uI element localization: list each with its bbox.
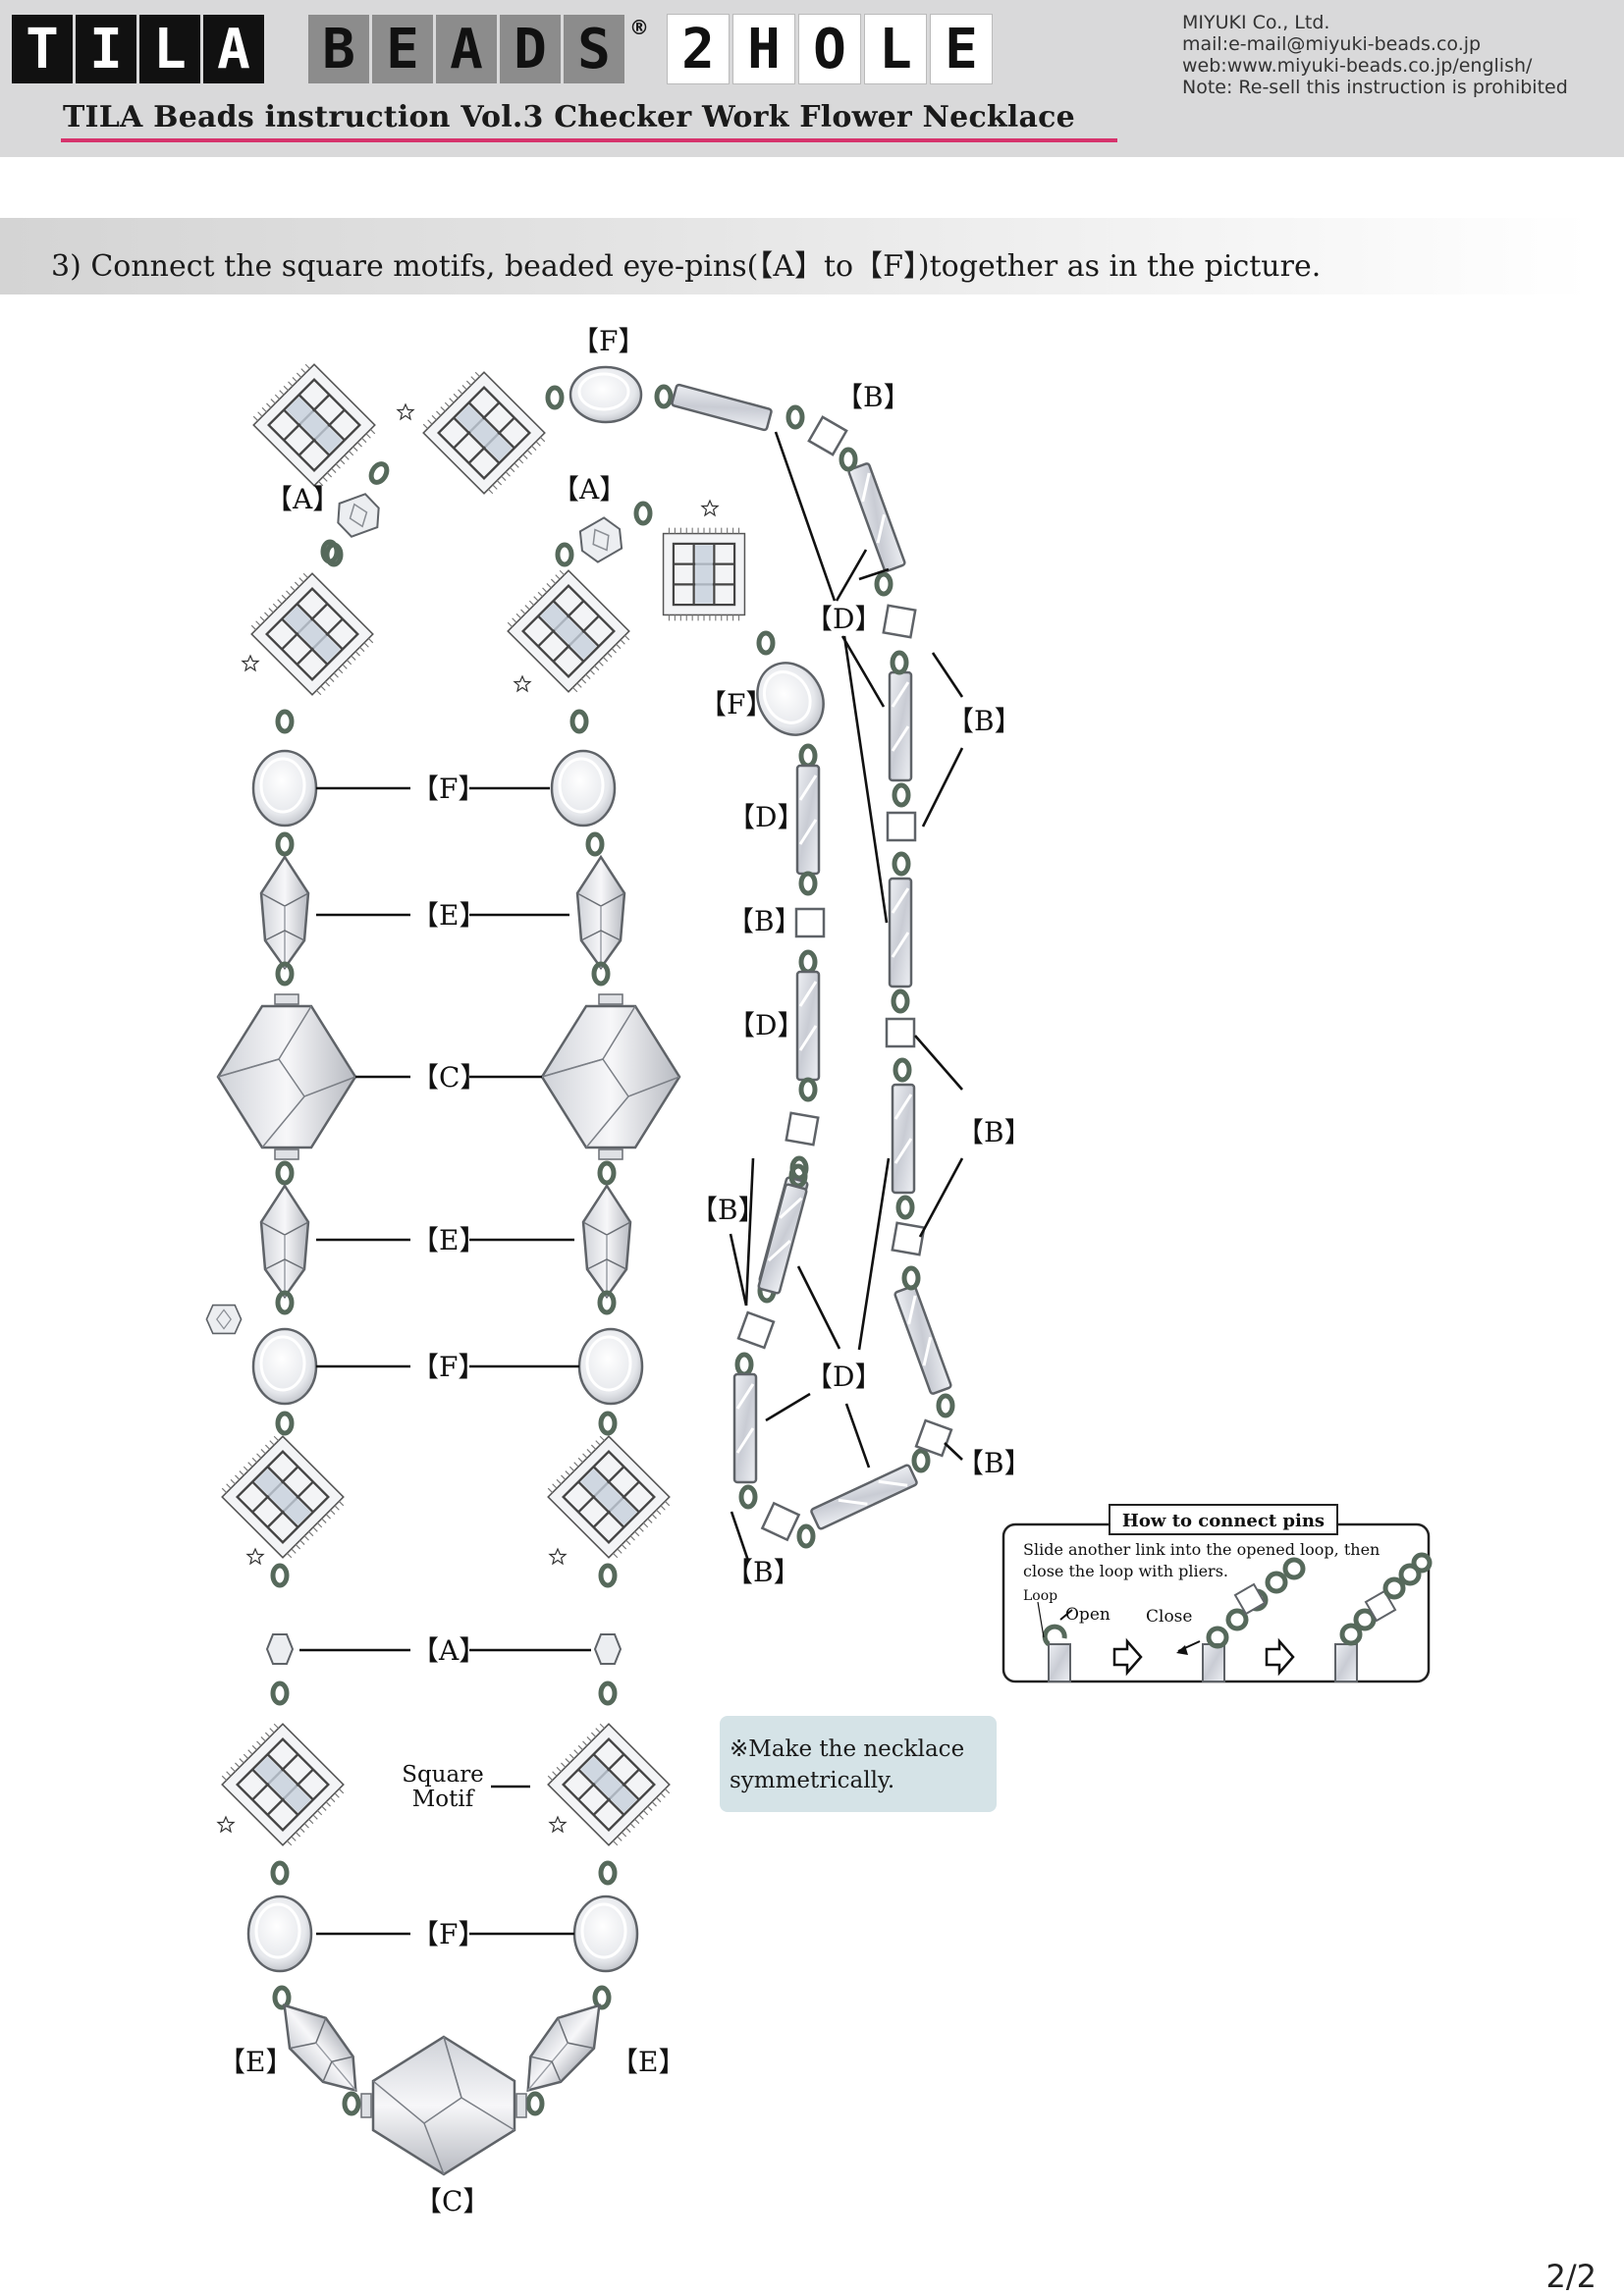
step-banner: 3) Connect the square motifs, beaded eye… bbox=[0, 218, 1591, 294]
logo-letter: B bbox=[308, 15, 369, 83]
logo-letter: 2 bbox=[667, 14, 730, 84]
company-web: web:www.miyuki-beads.co.jp/english/ bbox=[1182, 55, 1533, 77]
label-b: 【B】 bbox=[947, 705, 1022, 737]
logo-letter: O bbox=[798, 14, 861, 84]
label-b: 【B】 bbox=[956, 1116, 1032, 1148]
label-f: 【F】 bbox=[571, 325, 645, 357]
loop-label: Loop bbox=[1023, 1588, 1057, 1604]
title-underline bbox=[61, 138, 1117, 142]
label-d: 【D】 bbox=[805, 603, 882, 635]
upper-chain bbox=[242, 358, 848, 692]
label-e: 【E】 bbox=[218, 2046, 293, 2078]
how-to-line1: Slide another link into the opened loop,… bbox=[1023, 1540, 1380, 1559]
company-info: MIYUKI Co., Ltd. mail:e-mail@miyuki-bead… bbox=[1182, 12, 1568, 98]
company-mail: mail:e-mail@miyuki-beads.co.jp bbox=[1182, 33, 1482, 55]
page-title: TILA Beads instruction Vol.3 Checker Wor… bbox=[63, 100, 1075, 134]
step-instruction: 3) Connect the square motifs, beaded eye… bbox=[51, 249, 1322, 284]
label-b: 【B】 bbox=[836, 381, 911, 413]
label-c: 【C】 bbox=[411, 1061, 487, 1094]
label-b: 【B】 bbox=[690, 1194, 766, 1226]
arrow-right-icon bbox=[1112, 1637, 1143, 1677]
square-motif bbox=[247, 358, 381, 492]
necklace-illustration: 【F】 【B】 【A】 【A】 【D】 【F】 【B】 【D】 【B】 【D】 … bbox=[205, 325, 1433, 2217]
logo-letter: E bbox=[930, 14, 993, 84]
logo-letter: T bbox=[12, 15, 73, 83]
label-b: 【B】 bbox=[956, 1447, 1032, 1479]
label-a: 【A】 bbox=[411, 1634, 486, 1667]
lower-strand bbox=[756, 1166, 809, 1296]
label-d: 【D】 bbox=[728, 801, 804, 833]
label-f: 【F】 bbox=[699, 688, 773, 721]
label-e: 【E】 bbox=[411, 899, 486, 932]
symmetry-note: ※Make the necklace symmetrically. bbox=[720, 1716, 997, 1812]
label-f: 【F】 bbox=[411, 1918, 485, 1950]
arrow-right-icon bbox=[1265, 1637, 1295, 1677]
logo-letter: H bbox=[732, 14, 795, 84]
close-label: Close bbox=[1146, 1607, 1192, 1627]
label-f: 【F】 bbox=[411, 1351, 485, 1383]
label-f: 【F】 bbox=[411, 773, 485, 805]
left-upper-motifs bbox=[245, 542, 635, 701]
logo-letter: A bbox=[436, 15, 497, 83]
label-b: 【B】 bbox=[726, 1556, 801, 1588]
logo-letter: I bbox=[76, 15, 136, 83]
svg-text:Motif: Motif bbox=[412, 1787, 475, 1812]
page-number: 2/2 bbox=[1545, 2258, 1597, 2295]
label-e: 【E】 bbox=[611, 2046, 685, 2078]
label-a: 【A】 bbox=[552, 473, 626, 506]
label-d: 【D】 bbox=[805, 1361, 882, 1393]
company-name: MIYUKI Co., Ltd. bbox=[1182, 12, 1330, 33]
logo-letter: D bbox=[500, 15, 561, 83]
label-b: 【B】 bbox=[727, 905, 802, 937]
page-header: T I L A B E A D S ® 2 H O L E TILA Beads… bbox=[0, 0, 1624, 157]
open-label: Open bbox=[1065, 1605, 1110, 1625]
symmetry-note-text: ※Make the necklace symmetrically. bbox=[730, 1736, 965, 1793]
square-motif-label: Square Motif bbox=[402, 1762, 484, 1812]
bottom-bead-c bbox=[345, 2035, 542, 2176]
how-to-connect-box: How to connect pins Slide another link i… bbox=[1001, 1504, 1433, 1683]
left-column bbox=[205, 712, 375, 2108]
bead-labels: 【F】 【B】 【A】 【A】 【D】 【F】 【B】 【D】 【B】 【D】 … bbox=[218, 325, 1032, 2217]
how-to-title: How to connect pins bbox=[1122, 1511, 1325, 1531]
square-motif bbox=[417, 366, 551, 500]
logo-letter: E bbox=[372, 15, 433, 83]
logo-letter: L bbox=[139, 15, 200, 83]
resell-note: Note: Re-sell this instruction is prohib… bbox=[1182, 77, 1568, 98]
right-column bbox=[509, 712, 681, 2108]
bead-f bbox=[568, 365, 643, 424]
logo-letter: L bbox=[864, 14, 927, 84]
label-d: 【D】 bbox=[728, 1009, 804, 1041]
necklace-diagram: 【F】 【B】 【A】 【A】 【D】 【F】 【B】 【D】 【B】 【D】 … bbox=[0, 294, 1624, 2258]
leader-lines bbox=[299, 431, 964, 1936]
tila-beads-2hole-logo: T I L A B E A D S ® 2 H O L E bbox=[12, 14, 996, 84]
svg-text:Square: Square bbox=[402, 1762, 484, 1788]
how-to-line2: close the loop with pliers. bbox=[1023, 1562, 1228, 1580]
label-e: 【E】 bbox=[411, 1224, 486, 1256]
square-motif bbox=[245, 567, 379, 701]
logo-letter: A bbox=[203, 15, 264, 83]
registered-mark: ® bbox=[629, 16, 649, 39]
label-c: 【C】 bbox=[414, 2185, 490, 2217]
logo-letter: S bbox=[564, 15, 624, 83]
a-beads bbox=[265, 1633, 623, 1665]
label-a: 【A】 bbox=[265, 483, 340, 515]
